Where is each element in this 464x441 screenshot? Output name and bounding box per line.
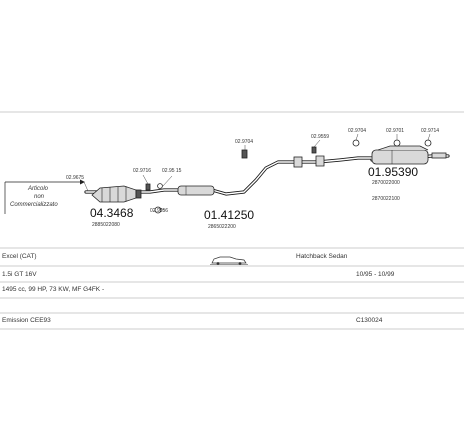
legend-line-1: Articolo [27, 186, 49, 192]
legend-line-3: Commercializzato [10, 202, 58, 208]
car-silhouette-icon [210, 256, 248, 265]
hanger-rear-2 [393, 139, 401, 147]
info-engine: 1.5i GT 16V [2, 271, 37, 278]
oem-2865022200: 2865022200 [208, 224, 236, 230]
label-02-9515: 02.95 15 [162, 168, 182, 174]
code-01-95390: 01.95390 [368, 165, 418, 179]
label-02-9714: 02.9714 [421, 128, 439, 134]
rear-silencer [371, 145, 447, 165]
label-02-9559: 02.9559 [311, 134, 329, 140]
label-02-9675: 02.9675 [66, 175, 84, 181]
leader-lines [83, 133, 431, 211]
hanger-1 [241, 149, 248, 159]
label-02-9556: 02.9556 [150, 208, 168, 214]
gasket-ring [154, 206, 162, 214]
code-01-41250: 01.41250 [204, 208, 254, 222]
legend-line-2: non [34, 194, 45, 200]
middle-silencer [177, 185, 215, 196]
label-02-9704: 02.9704 [235, 139, 253, 145]
code-04-3468: 04.3468 [90, 206, 134, 220]
label-02-9704-rear: 02.9704 [348, 128, 366, 134]
hanger-rear-1 [352, 139, 360, 147]
oem-2885022080: 2885022080 [92, 222, 120, 228]
catalytic-converter [91, 185, 142, 203]
part-labels: 02.9675 02.9716 02.95 15 02.9556 02.9704… [66, 128, 439, 214]
info-model: Excel (CAT) [2, 253, 37, 260]
flange-clamp-2 [293, 156, 303, 168]
info-ref: C130024 [356, 317, 383, 324]
info-years: 10/95 - 10/99 [356, 271, 395, 278]
clamp-2 [311, 146, 325, 167]
oem-2870022000: 2870022000 [372, 180, 400, 186]
component-codes: 04.3468 2885022080 01.41250 2865022200 0… [90, 165, 418, 230]
label-02-9716: 02.9716 [133, 168, 151, 174]
info-body: Hatchback Sedan [296, 253, 348, 260]
oem-2870022100: 2870022100 [372, 196, 400, 202]
label-02-9701: 02.9701 [386, 128, 404, 134]
legend-not-sold: Articolo non Commercializzato [4, 179, 85, 214]
info-spec: 1495 cc, 99 HP, 73 KW, MF G4FK - [2, 286, 104, 293]
vehicle-info-table: Excel (CAT) Hatchback Sedan 1.5i GT 16V … [0, 247, 464, 330]
info-emission: Emission CEE93 [2, 317, 51, 324]
hanger-rear-3 [424, 139, 432, 147]
